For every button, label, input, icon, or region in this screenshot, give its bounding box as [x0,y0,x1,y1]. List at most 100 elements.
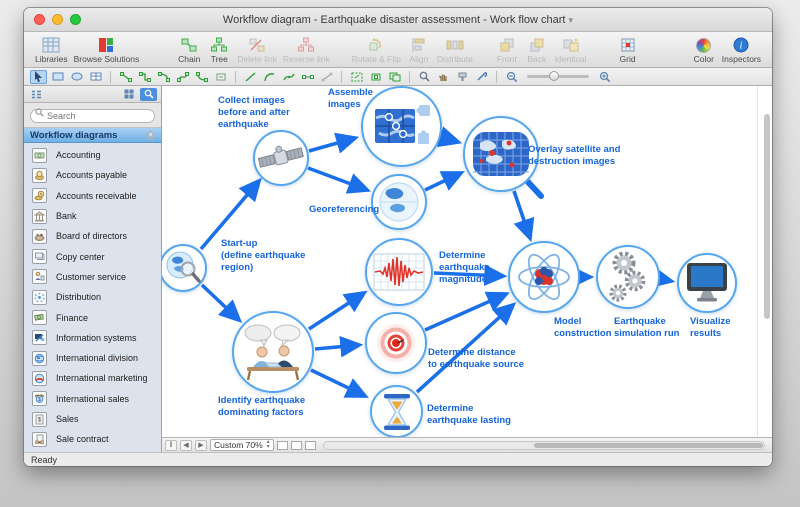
label-identify-factors[interactable]: Identify earthquake dominating factors [218,395,306,419]
node-assemble-images[interactable] [361,86,442,167]
pointer-tool[interactable] [30,69,47,84]
vertical-scrollbar[interactable] [764,114,770,319]
spline-tool[interactable] [280,70,297,84]
label-visualize-results[interactable]: Visualize results [690,316,731,340]
connector-startup-satellite[interactable] [199,177,262,251]
node-overlay-images[interactable] [463,116,539,192]
library-item-accounts-payable[interactable]: Accounts payable [24,165,161,185]
horizontal-scrollbar[interactable] [322,440,765,450]
library-item-international-marketing[interactable]: International marketing [24,368,161,388]
shape-union-tool[interactable] [386,70,403,84]
library-item-accounts-receivable[interactable]: Accounts receivable [24,186,161,206]
library-item-customer-service[interactable]: Customer service [24,267,161,287]
label-model-construction[interactable]: Model construction [554,316,612,340]
identical-button[interactable]: Identical [552,35,590,64]
zoom-slider-knob[interactable] [549,71,559,81]
smart-connector-tool[interactable] [136,70,153,84]
title-dropdown-chevron-icon[interactable]: ▾ [568,14,574,25]
title-bar[interactable]: Workflow diagram - Earthquake disaster a… [24,8,772,32]
zoom-select[interactable]: Custom 70% ▴▾ [210,439,274,451]
chain-button[interactable]: Chain [174,35,204,64]
horizontal-scrollbar-thumb[interactable] [534,442,763,448]
group-tool[interactable] [348,70,365,84]
node-model-construction[interactable] [508,241,580,313]
label-magnitude[interactable]: Determine earthquake magnitude [439,250,490,286]
next-page-button[interactable]: ▶ [195,439,207,451]
bezier-connector-tool[interactable] [174,70,191,84]
tree-button[interactable]: Tree [204,35,234,64]
connector-geo-overlay[interactable] [424,171,465,192]
connector-target-atom[interactable] [424,291,510,332]
zoom-out-icon[interactable] [503,70,520,84]
node-determine-distance[interactable] [365,312,427,374]
connector-people-target[interactable] [314,335,364,358]
connector-seismo-atom[interactable] [433,264,508,286]
node-determine-lasting[interactable] [370,385,423,437]
label-overlay-images[interactable]: Overlay satellite and destruction images [528,144,621,168]
edit-points-tool[interactable] [299,70,316,84]
close-library-icon[interactable]: ✕ [146,130,155,140]
library-item-board-of-directors[interactable]: Board of directors [24,226,161,246]
connector-text-tool[interactable] [212,70,229,84]
search-input[interactable] [30,109,155,123]
label-lasting[interactable]: Determine earthquake lasting [427,403,511,427]
label-simulation-run[interactable]: Earthquake simulation run [614,316,680,340]
page-thumbnail-1[interactable] [276,440,288,450]
minimize-window-button[interactable] [52,14,63,25]
connector-hourglass-atom[interactable] [415,302,517,394]
connector-satellite-geo[interactable] [307,166,372,194]
zoom-tool[interactable] [416,70,433,84]
direct-connector-tool[interactable] [117,70,134,84]
library-item-international-division[interactable]: International division [24,348,161,368]
back-button[interactable]: Back [522,35,552,64]
drawing-canvas[interactable]: Collect images before and after earthqua… [162,86,772,437]
label-georeferencing[interactable]: Georeferencing [309,204,380,215]
zoom-in-icon[interactable] [596,70,613,84]
zoom-stepper-icon[interactable]: ▴▾ [266,438,270,450]
connector-overlay-atom[interactable] [512,190,535,243]
library-item-information-systems[interactable]: Information systems [24,328,161,348]
rectangle-tool[interactable] [49,70,66,84]
inspectors-button[interactable]: i Inspectors [719,35,764,64]
library-section-header[interactable]: Workflow diagrams ✕ [24,128,161,143]
close-window-button[interactable] [34,14,45,25]
page-thumbnail-2[interactable] [290,440,302,450]
node-identify-factors[interactable] [232,311,314,393]
round-connector-tool[interactable] [193,70,210,84]
zoom-slider[interactable] [527,71,589,81]
connector-startup-people[interactable] [200,283,243,323]
reverse-link-button[interactable]: Reverse link [280,35,333,64]
crop-tool[interactable] [367,70,384,84]
browse-solutions-button[interactable]: Browse Solutions [71,35,143,64]
pan-hand-tool[interactable] [435,70,452,84]
eyedropper-tool[interactable] [473,70,490,84]
tree-view-tab[interactable] [28,88,45,101]
align-button[interactable]: Align [404,35,434,64]
line-tool[interactable] [242,70,259,84]
search-view-tab[interactable] [140,87,157,101]
label-distance[interactable]: Determine distance to earthquake source [428,347,525,371]
libraries-button[interactable]: Libraries [32,35,71,64]
node-collect-images[interactable] [253,130,309,186]
color-button[interactable]: Color [689,35,719,64]
node-start-up[interactable] [162,244,207,292]
node-determine-magnitude[interactable] [365,238,433,306]
connector-people-seismo[interactable] [308,290,368,331]
node-georeferencing[interactable] [371,174,427,230]
connector-satellite-puzzle[interactable] [308,132,360,154]
label-collect-images[interactable]: Collect images before and after earthqua… [218,95,290,131]
library-item-sales[interactable]: $Sales [24,409,161,429]
library-item-bank[interactable]: Bank [24,206,161,226]
format-painter-tool[interactable] [454,70,471,84]
sidebar-collapse-button[interactable]: ‖ [165,439,177,451]
transform-tool[interactable] [318,70,335,84]
library-item-finance[interactable]: Finance [24,307,161,327]
grid-button[interactable]: Grid [613,35,643,64]
node-simulation-run[interactable] [596,245,660,309]
prev-page-button[interactable]: ◀ [180,439,192,451]
delete-link-button[interactable]: Delete link [234,35,280,64]
node-visualize-results[interactable] [677,253,737,313]
arc-connector-tool[interactable] [155,70,172,84]
distribute-button[interactable]: Distribute [434,35,476,64]
ellipse-tool[interactable] [68,70,85,84]
